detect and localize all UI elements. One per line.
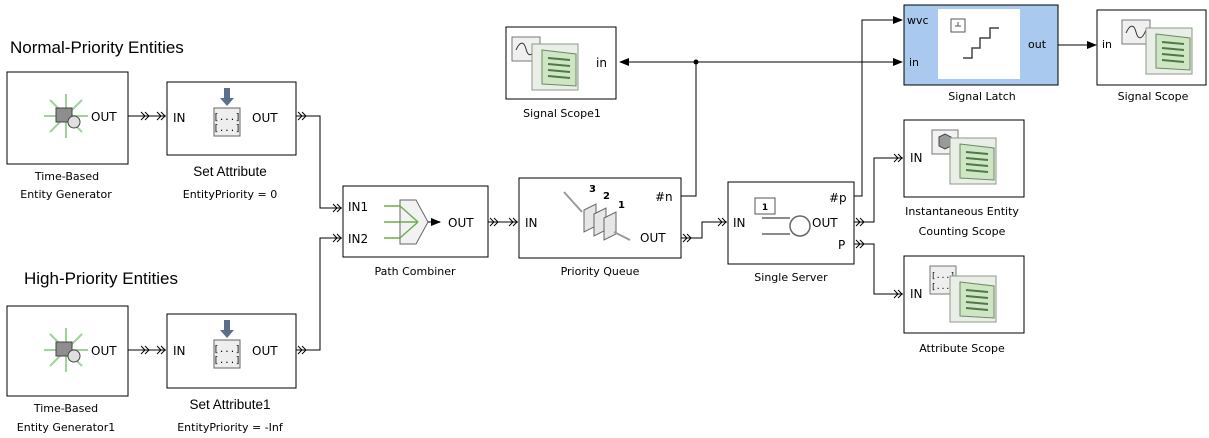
port-out: OUT (91, 110, 117, 124)
wire-setattr2-combiner[interactable] (296, 237, 342, 351)
queue-priority-1: 1 (618, 200, 625, 211)
title-normal-priority: Normal-Priority Entities (10, 38, 184, 57)
priority-queue-icon: 3 2 1 (563, 184, 631, 241)
wire-queue-n-scope1[interactable] (619, 58, 697, 197)
wire-server-instscope[interactable] (854, 157, 903, 223)
queue-priority-2: 2 (603, 191, 610, 202)
block-signal-scope1[interactable]: in (505, 26, 617, 100)
label-single-server: Single Server (754, 271, 828, 284)
port-in: IN (173, 344, 186, 358)
port-P: P (838, 238, 845, 252)
port-p: #p (829, 191, 847, 205)
port-wvc: wvc (907, 14, 929, 27)
port-out: OUT (252, 344, 278, 358)
label-inst-scope-l2: Counting Scope (919, 225, 1006, 238)
svg-text:[...]: [...] (213, 124, 240, 134)
wire-setattr1-combiner[interactable] (296, 115, 342, 209)
port-n: #n (655, 190, 673, 204)
set-attribute-icon: [...] [...] (213, 88, 241, 137)
port-out: OUT (448, 216, 474, 230)
port-in: IN (733, 216, 746, 230)
svg-text:[...]: [...] (213, 345, 240, 355)
scope-icon (511, 36, 579, 91)
port-in2: IN2 (348, 232, 368, 246)
label-entity-generator-l1: Time-Based (34, 170, 99, 183)
port-out: OUT (91, 344, 117, 358)
block-inst-counting-scope[interactable]: IN (903, 119, 1025, 198)
port-in: IN (910, 151, 923, 165)
label-priority-queue: Priority Queue (561, 265, 640, 278)
port-in1: IN1 (348, 200, 368, 214)
port-out: OUT (252, 111, 278, 125)
block-priority-queue[interactable]: IN #n 3 2 1 OUT (518, 177, 682, 259)
block-path-combiner[interactable]: IN1 IN2 OUT (342, 185, 489, 258)
block-single-server[interactable]: IN 1 #p OUT P (727, 181, 855, 265)
label-set-attribute: Set Attribute (193, 164, 267, 179)
block-attribute-scope[interactable]: IN [...] [...] (903, 255, 1025, 334)
block-entity-generator[interactable]: OUT (6, 71, 129, 165)
wire-server-attrscope[interactable] (854, 243, 903, 295)
block-set-attribute1[interactable]: IN [...] [...] OUT (166, 313, 297, 389)
branch-point (693, 59, 699, 65)
wire-server-p-latch-wvc[interactable] (854, 16, 903, 197)
port-in: in (909, 56, 919, 69)
set-attribute-icon: [...] [...] (213, 320, 241, 369)
path-combiner-icon (384, 199, 441, 245)
port-in: in (1102, 38, 1112, 51)
title-high-priority: High-Priority Entities (24, 269, 178, 288)
block-signal-scope[interactable]: in (1096, 9, 1207, 86)
port-out: OUT (812, 216, 838, 230)
label-inst-scope-l1: Instantaneous Entity (905, 205, 1019, 218)
label-attribute-scope: Attribute Scope (919, 342, 1005, 355)
block-entity-generator1[interactable]: OUT (6, 305, 129, 397)
label-entity-generator-l2: Entity Generator (20, 188, 112, 201)
block-signal-latch[interactable]: wvc in out (903, 4, 1059, 86)
svg-text:[...]: [...] (931, 271, 955, 280)
label-entity-generator1-l1: Time-Based (33, 402, 98, 415)
scope-icon: [...] [...] (929, 265, 997, 323)
port-in: IN (910, 287, 923, 301)
svg-text:[...]: [...] (213, 356, 240, 366)
queue-priority-3: 3 (589, 184, 596, 195)
label-set-attribute1: Set Attribute1 (189, 397, 270, 412)
label-path-combiner: Path Combiner (374, 265, 456, 278)
port-in: in (596, 56, 607, 70)
port-in: IN (525, 216, 538, 230)
label-signal-scope: Signal Scope (1118, 90, 1189, 103)
entity-generator-icon (44, 328, 88, 372)
server-capacity: 1 (762, 203, 768, 213)
latch-icon (950, 18, 999, 59)
label-entity-generator1-l2: Entity Generator1 (17, 421, 115, 434)
param-set-attribute1: EntityPriority = -Inf (177, 421, 284, 434)
entity-chevrons (140, 111, 903, 355)
port-out: out (1028, 38, 1047, 51)
connections (128, 16, 1097, 355)
svg-text:[...]: [...] (931, 282, 955, 291)
server-icon: 1 (754, 197, 811, 237)
param-set-attribute: EntityPriority = 0 (183, 188, 277, 201)
port-in: IN (173, 111, 186, 125)
label-signal-scope1: Signal Scope1 (523, 107, 601, 120)
svg-text:[...]: [...] (213, 113, 240, 123)
block-set-attribute[interactable]: IN [...] [...] OUT (166, 81, 297, 156)
entity-generator-icon (44, 94, 88, 138)
port-out: OUT (640, 231, 666, 245)
scope-icon (931, 129, 997, 185)
scope-icon (1121, 19, 1193, 75)
label-signal-latch: Signal Latch (948, 90, 1016, 103)
